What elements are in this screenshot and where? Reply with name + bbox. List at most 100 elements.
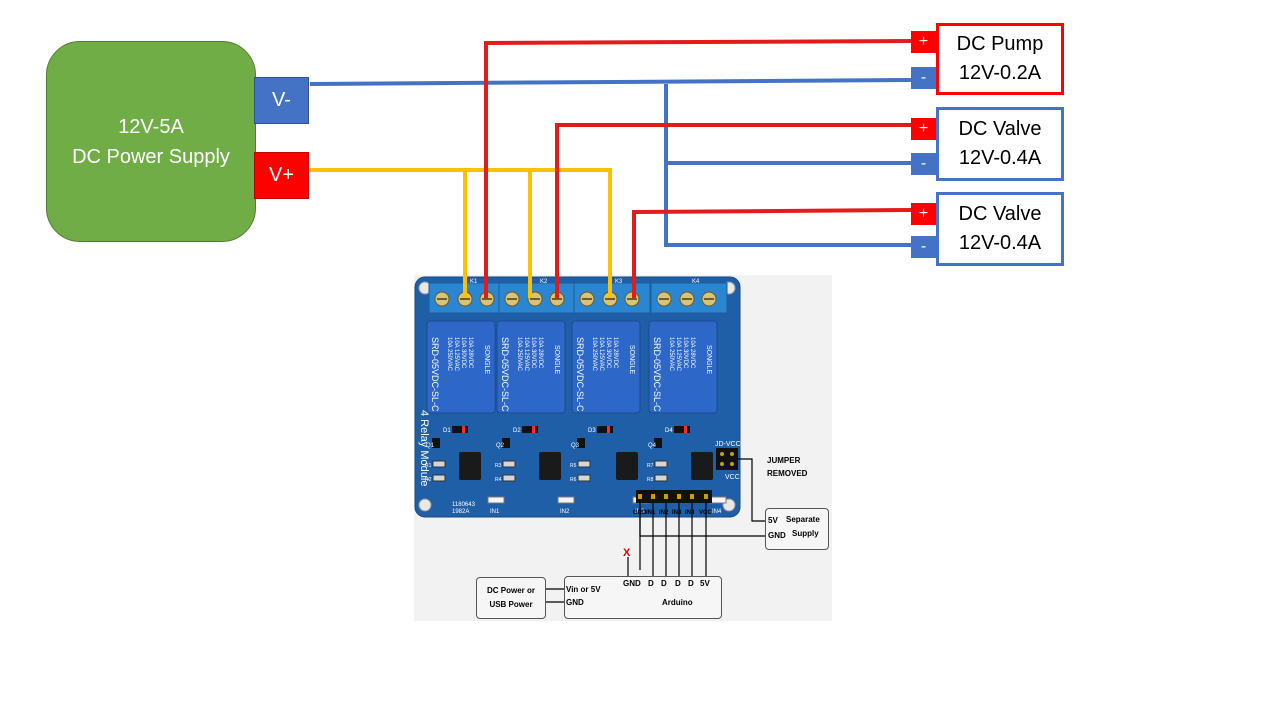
jumper-pin: [730, 462, 734, 466]
led-label: IN4: [712, 509, 722, 515]
pin-header: [636, 490, 712, 503]
pump-name: DC Pump: [956, 33, 1044, 55]
transistor-label: Q4: [648, 443, 657, 449]
resistor: [577, 474, 591, 482]
usb-power-box: DC Power or USB Power: [476, 577, 546, 619]
psu-name: DC Power Supply: [72, 145, 230, 168]
wire-positive-valve1: [555, 123, 912, 298]
resistor-label: R8: [647, 477, 654, 483]
pcb-code-1: 1180643: [452, 502, 476, 508]
relay-rating: 10A 125VAC: [675, 337, 681, 372]
valve1-rating: 12V-0.4A: [958, 147, 1042, 169]
pcb-code-2: 1982A: [452, 509, 469, 515]
resistor-label: R3: [495, 463, 502, 469]
vcc-label: VCC: [725, 474, 740, 481]
diode-band: [532, 426, 535, 433]
optocoupler: [691, 452, 713, 480]
jumper-pin: [730, 452, 734, 456]
arduino-box: [564, 576, 722, 619]
diode-label: D1: [443, 428, 451, 434]
status-led: [487, 496, 505, 504]
channel-label: K4: [692, 279, 700, 285]
relay-rating: 10A 125VAC: [453, 337, 459, 372]
header-pin: [690, 494, 694, 499]
resistor-label: R7: [647, 463, 654, 469]
resistor: [432, 474, 446, 482]
relay-rating: 10A 250VAC: [668, 337, 674, 372]
channel-label: K3: [615, 279, 623, 285]
header-pin: [638, 494, 642, 499]
separate-supply-gnd: GND: [768, 531, 786, 540]
diode: [452, 426, 468, 433]
relay-brand: SONGLE: [483, 345, 490, 375]
channel-label: K1: [470, 279, 478, 285]
wire-gnd-separate: [639, 510, 767, 537]
header-pin-label: IN1: [646, 510, 656, 516]
relay-rating: 10A 125VAC: [523, 337, 529, 372]
relay-body: [648, 320, 718, 414]
diode: [522, 426, 538, 433]
header-pin-label: IN2: [659, 510, 669, 516]
resistor-label: R1: [425, 463, 432, 469]
pump-plus-terminal: +: [911, 31, 936, 53]
relay-model: SRD-05VDC-SL-C: [575, 337, 585, 412]
relay-model: SRD-05VDC-SL-C: [500, 337, 510, 412]
arduino-pin-label: GND: [623, 579, 641, 588]
optocoupler: [616, 452, 638, 480]
wire-negative-main: [309, 78, 913, 86]
wire-jdvcc-5v: [738, 458, 767, 522]
relay-rating: 10A 30VDC: [530, 337, 536, 369]
resistor: [502, 460, 516, 468]
arduino-name: Arduino: [662, 598, 693, 607]
usb-power-line2: USB Power: [489, 600, 533, 609]
diode-label: D2: [513, 428, 521, 434]
arduino-pin-label: D: [675, 579, 681, 588]
relay-rating: 10A 30VDC: [605, 337, 611, 369]
relay-rating: 10A 30VDC: [682, 337, 688, 369]
transistor: [654, 438, 662, 448]
diode-label: D3: [588, 428, 596, 434]
diode-band: [684, 426, 687, 433]
transistor: [432, 438, 440, 448]
valve1-plus-terminal: +: [911, 118, 936, 140]
channel-label: K2: [540, 279, 548, 285]
wire-supply-main: [310, 168, 612, 298]
transistor-label: Q1: [426, 443, 435, 449]
diode: [674, 426, 690, 433]
jd-vcc-label: JD-VCC: [715, 441, 741, 448]
relay-model: SRD-05VDC-SL-C: [430, 337, 440, 412]
arduino-pin-label: D: [661, 579, 667, 588]
valve2-name: DC Valve: [958, 203, 1042, 225]
dc-pump-box: DC Pump 12V-0.2A: [936, 23, 1064, 95]
dc-valve-2-box: DC Valve 12V-0.4A: [936, 192, 1064, 266]
arduino-pin-label: 5V: [700, 579, 710, 588]
transistor: [502, 438, 510, 448]
diode-band: [462, 426, 465, 433]
pump-minus-terminal: -: [911, 67, 936, 89]
jumper-pin: [720, 462, 724, 466]
transistor: [577, 438, 585, 448]
valve1-name: DC Valve: [958, 118, 1042, 140]
arduino-pin-label: D: [688, 579, 694, 588]
header-pin-label: GND: [633, 510, 647, 516]
not-connected-mark: X: [623, 547, 631, 559]
wire-positive-pump: [484, 39, 913, 298]
separate-supply-label-2: Supply: [792, 529, 819, 538]
relay-rating: 10A 28VDC: [612, 337, 618, 369]
diode: [597, 426, 613, 433]
power-supply: 12V-5A DC Power Supply: [46, 41, 256, 242]
arduino-gnd-left-pin: GND: [566, 598, 584, 607]
resistor: [654, 460, 668, 468]
valve1-minus-terminal: -: [911, 153, 936, 175]
relay-body: [571, 320, 641, 414]
diode-label: D4: [665, 428, 673, 434]
relay-brand: SONGLE: [553, 345, 560, 375]
jumper-note: JUMPER REMOVED: [767, 454, 807, 480]
relay-rating: 10A 250VAC: [446, 337, 452, 372]
valve2-minus-terminal: -: [911, 236, 936, 258]
pump-rating: 12V-0.2A: [958, 62, 1042, 84]
led-label: IN2: [560, 509, 570, 515]
resistor: [577, 460, 591, 468]
resistor: [654, 474, 668, 482]
